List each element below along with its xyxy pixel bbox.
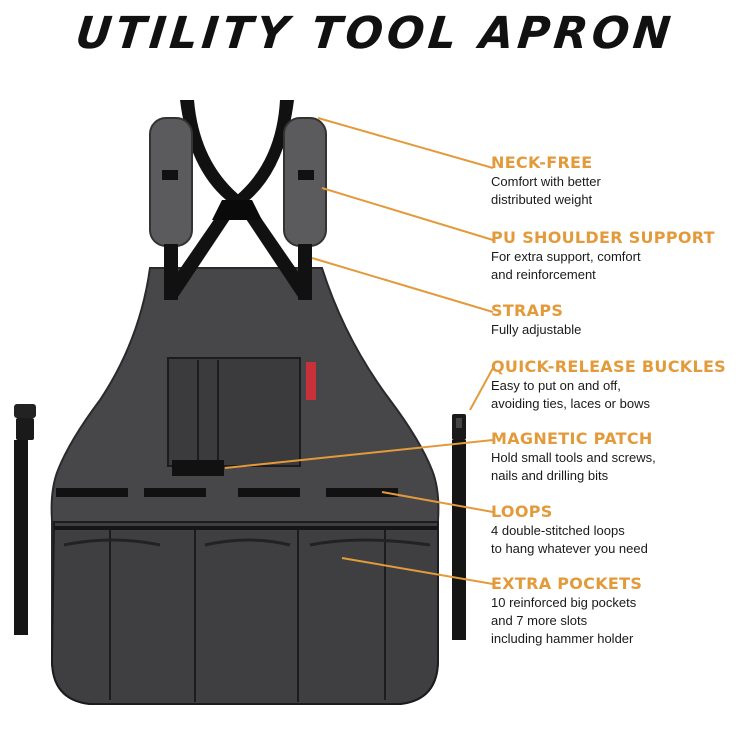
right-side-strap [452, 440, 466, 640]
right-shoulder-pad [283, 117, 327, 247]
loop-right-inner [238, 488, 300, 497]
feature-line: nails and drilling bits [491, 468, 609, 483]
feature-neck-free: NECK-FREE Comfort with better distribute… [491, 153, 741, 209]
feature-line: 4 double-stitched loops [491, 523, 625, 538]
feature-heading: STRAPS [491, 301, 564, 320]
chest-pocket [167, 357, 301, 467]
loop-left-outer [56, 488, 128, 497]
callout-lines [224, 117, 494, 585]
feature-heading: QUICK-RELEASE BUCKLES [491, 357, 726, 376]
feature-line: and reinforcement [491, 267, 596, 282]
feature-pu-shoulder-support: PU SHOULDER SUPPORT For extra support, c… [491, 228, 741, 284]
feature-magnetic-patch: MAGNETIC PATCH Hold small tools and scre… [491, 429, 741, 485]
feature-line: to hang whatever you need [491, 541, 648, 556]
feature-description: Comfort with better distributed weight [491, 173, 741, 209]
feature-line: 10 reinforced big pockets [491, 595, 637, 610]
left-side-strap [14, 440, 28, 635]
feature-heading: EXTRA POCKETS [491, 574, 643, 593]
feature-line: distributed weight [491, 192, 593, 207]
feature-line: Comfort with better [491, 174, 601, 189]
feature-description: Hold small tools and screws, nails and d… [491, 449, 741, 485]
feature-line: Easy to put on and off, [491, 378, 621, 393]
feature-line: Hold small tools and screws, [491, 450, 656, 465]
left-shoulder-pad [149, 117, 193, 247]
feature-heading: NECK-FREE [491, 153, 593, 172]
feature-extra-pockets: EXTRA POCKETS 10 reinforced big pockets … [491, 574, 741, 648]
loop-right-outer [326, 488, 398, 497]
feature-line: For extra support, comfort [491, 249, 641, 264]
loop-left-inner [144, 488, 206, 497]
feature-line: avoiding ties, laces or bows [491, 396, 650, 411]
feature-description: For extra support, comfort and reinforce… [491, 248, 741, 284]
pocket-row [50, 521, 439, 705]
feature-heading: LOOPS [491, 502, 553, 521]
magnetic-patch [172, 460, 224, 476]
feature-line: Fully adjustable [491, 322, 582, 337]
feature-description: 10 reinforced big pockets and 7 more slo… [491, 594, 741, 648]
feature-description: Fully adjustable [491, 321, 741, 339]
feature-description: 4 double-stitched loops to hang whatever… [491, 522, 741, 558]
shoulder-straps [164, 100, 312, 300]
right-buckle-icon [452, 414, 466, 440]
feature-straps: STRAPS Fully adjustable [491, 301, 741, 339]
brand-tag [306, 362, 316, 400]
feature-loops: LOOPS 4 double-stitched loops to hang wh… [491, 502, 741, 558]
feature-description: Easy to put on and off, avoiding ties, l… [491, 377, 741, 413]
feature-heading: PU SHOULDER SUPPORT [491, 228, 715, 247]
left-buckle-icon [14, 404, 36, 440]
feature-quick-release-buckles: QUICK-RELEASE BUCKLES Easy to put on and… [491, 357, 741, 413]
feature-line: including hammer holder [491, 631, 634, 646]
feature-line: and 7 more slots [491, 613, 588, 628]
feature-heading: MAGNETIC PATCH [491, 429, 653, 448]
